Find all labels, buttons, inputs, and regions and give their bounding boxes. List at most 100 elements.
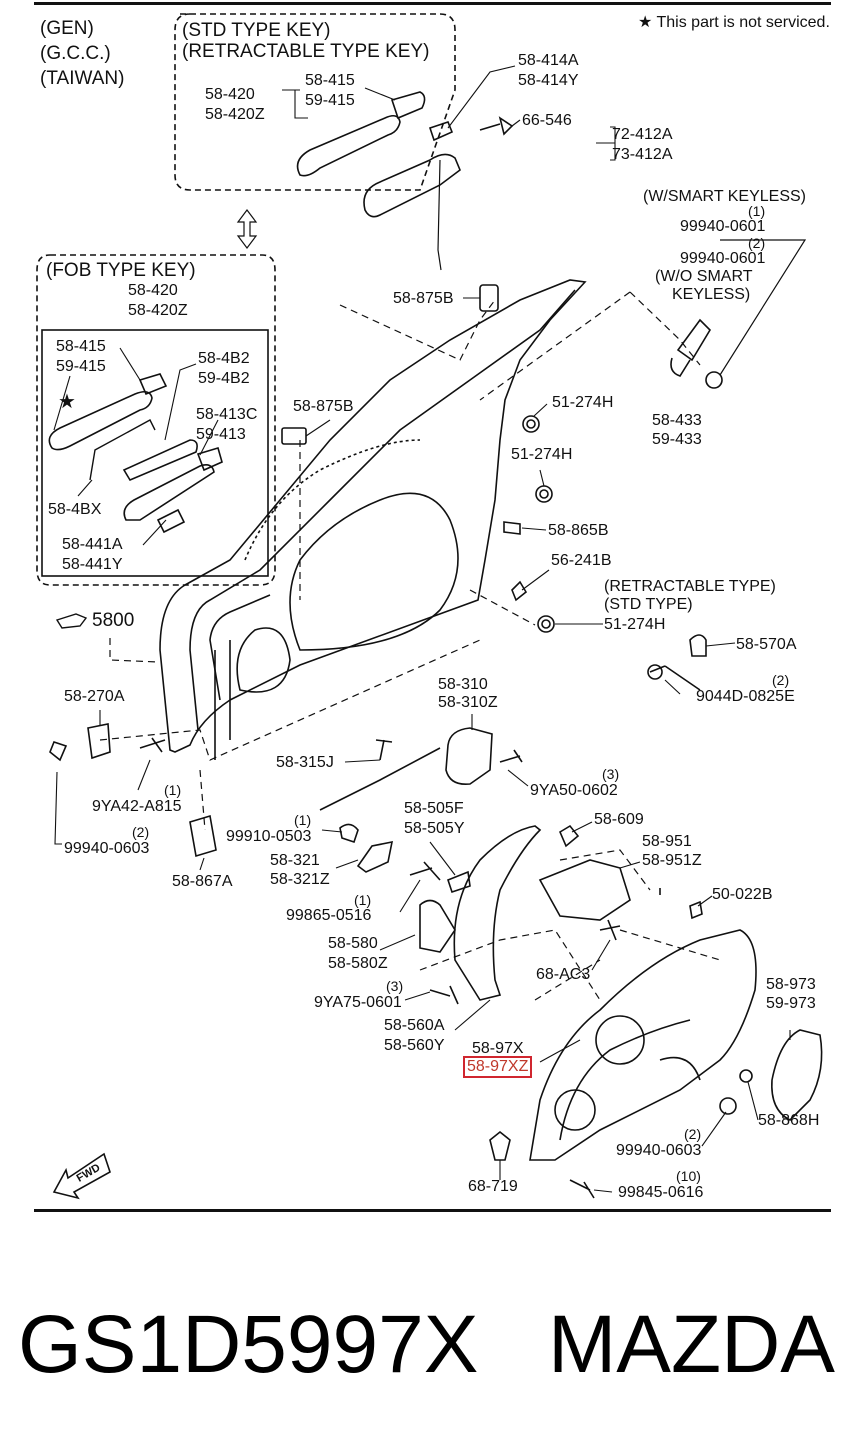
part-99910-0503: 99910-0503: [226, 828, 312, 845]
star-icon: ★: [638, 14, 657, 31]
top-rule: [34, 2, 831, 5]
not-serviced-note: ★ This part is not serviced.: [638, 14, 830, 32]
part-number: GS1D5997X: [18, 1299, 479, 1390]
not-serviced-star-icon: ★: [58, 389, 76, 413]
fob-part-58-415: 58-415: [56, 338, 106, 355]
part-58-270a: 58-270A: [64, 688, 125, 705]
part-58-560a: 58-560A: [384, 1017, 445, 1034]
fob-part-59-4b2: 59-4B2: [198, 370, 250, 387]
part-99940-0603-b-qty: (2): [684, 1126, 702, 1142]
fob-type-key-label: (FOB TYPE KEY): [46, 260, 196, 281]
part-58-433: 58-433: [652, 412, 702, 429]
part-58-580z: 58-580Z: [328, 955, 388, 972]
part-58-865b: 58-865B: [548, 522, 609, 539]
part-56-241b: 56-241B: [551, 552, 612, 569]
part-58-570a: 58-570A: [736, 636, 797, 653]
region-line-gcc: (G.C.C.): [40, 43, 111, 64]
keyless-label: KEYLESS): [672, 286, 751, 303]
fob-part-59-415: 59-415: [56, 358, 106, 375]
part-58-321: 58-321: [270, 852, 320, 869]
part-59-415: 59-415: [305, 92, 355, 109]
part-58-973: 58-973: [766, 976, 816, 993]
fob-part-58-420z: 58-420Z: [128, 302, 188, 319]
part-99910-qty: (1): [294, 812, 312, 828]
part-58-414y: 58-414Y: [518, 72, 579, 89]
part-51-274h-c: 51-274H: [604, 616, 666, 633]
not-serviced-text: This part is not serviced.: [656, 14, 830, 31]
part-9ya75-qty: (3): [386, 978, 404, 994]
fob-part-58-413c: 58-413C: [196, 406, 258, 423]
part-99940-0601-b: 99940-0601: [680, 250, 766, 267]
part-9044d-0825e: 9044D-0825E: [696, 688, 795, 705]
part-99940-0603-b: 99940-0603: [616, 1142, 702, 1159]
part-99865-0516: 99865-0516: [286, 907, 372, 924]
smart-keyless-qty-1: (1): [748, 203, 766, 219]
part-58-315j: 58-315J: [276, 754, 334, 771]
part-99940-0603-a-qty: (2): [132, 824, 150, 840]
part-58-875b-b: 58-875B: [293, 398, 354, 415]
fob-part-58-441a: 58-441A: [62, 536, 123, 553]
part-9044d-qty: (2): [772, 672, 790, 688]
footer-caption: GS1D5997X MAZDA: [0, 1295, 864, 1405]
part-58-951: 58-951: [642, 833, 692, 850]
part-9ya75-0601: 9YA75-0601: [314, 994, 402, 1011]
smart-keyless-qty-2: (2): [748, 235, 766, 251]
part-58-420: 58-420: [205, 86, 255, 103]
wo-smart-label: (W/O SMART: [655, 268, 753, 285]
bottom-rule: [34, 1209, 831, 1212]
part-72-412a: 72-412A: [612, 126, 673, 143]
part-58-321z: 58-321Z: [270, 871, 330, 888]
part-5800: 5800: [92, 610, 135, 631]
fob-part-58-441y: 58-441Y: [62, 556, 123, 573]
retractable-type-label: (RETRACTABLE TYPE): [604, 578, 776, 595]
part-58-867a: 58-867A: [172, 873, 233, 890]
part-58-505y: 58-505Y: [404, 820, 465, 837]
fwd-arrow-icon: FWD: [52, 1152, 111, 1200]
part-58-97x: 58-97X: [472, 1040, 524, 1057]
part-99940-0603-a: 99940-0603: [64, 840, 150, 857]
part-9ya42-qty: (1): [164, 782, 182, 798]
fob-part-58-4b2: 58-4B2: [198, 350, 250, 367]
part-51-274h-a: 51-274H: [552, 394, 614, 411]
part-58-560y: 58-560Y: [384, 1037, 445, 1054]
part-58-415: 58-415: [305, 72, 355, 89]
part-58-97xz-highlighted: 58-97XZ: [463, 1056, 533, 1078]
part-58-310: 58-310: [438, 676, 488, 693]
retractable-type-key-label: (RETRACTABLE TYPE KEY): [182, 41, 430, 62]
part-99845-0616: 99845-0616: [618, 1184, 704, 1201]
part-99940-0601-a: 99940-0601: [680, 218, 766, 235]
part-58-868h: 58-868H: [758, 1112, 820, 1129]
region-line-gen: (GEN): [40, 18, 94, 39]
part-73-412a: 73-412A: [612, 146, 673, 163]
part-58-414a: 58-414A: [518, 52, 579, 69]
part-68-719: 68-719: [468, 1178, 518, 1195]
region-line-taiwan: (TAIWAN): [40, 68, 125, 89]
part-59-433: 59-433: [652, 431, 702, 448]
part-68-ac3: 68-AC3: [536, 966, 591, 983]
std-type-label: (STD TYPE): [604, 596, 693, 613]
fob-part-59-413: 59-413: [196, 426, 246, 443]
part-58-420z: 58-420Z: [205, 106, 265, 123]
fwd-label: FWD: [75, 1162, 103, 1185]
part-58-505f: 58-505F: [404, 800, 464, 817]
smart-keyless-label: (W/SMART KEYLESS): [643, 188, 806, 205]
part-9ya50-qty: (3): [602, 766, 620, 782]
part-58-580: 58-580: [328, 935, 378, 952]
fob-part-58-4bx: 58-4BX: [48, 501, 102, 518]
part-58-875b-a: 58-875B: [393, 290, 454, 307]
fob-part-58-420: 58-420: [128, 282, 178, 299]
part-59-973: 59-973: [766, 995, 816, 1012]
part-58-310z: 58-310Z: [438, 694, 498, 711]
part-9ya42-a815: 9YA42-A815: [92, 798, 182, 815]
part-66-546: 66-546: [522, 112, 572, 129]
part-9ya50-0602: 9YA50-0602: [530, 782, 618, 799]
part-58-951z: 58-951Z: [642, 852, 702, 869]
part-58-609: 58-609: [594, 811, 644, 828]
std-type-key-label: (STD TYPE KEY): [182, 20, 331, 41]
part-51-274h-b: 51-274H: [511, 446, 573, 463]
part-50-022b: 50-022B: [712, 886, 773, 903]
part-99865-qty: (1): [354, 892, 372, 908]
part-99845-qty: (10): [676, 1168, 701, 1184]
